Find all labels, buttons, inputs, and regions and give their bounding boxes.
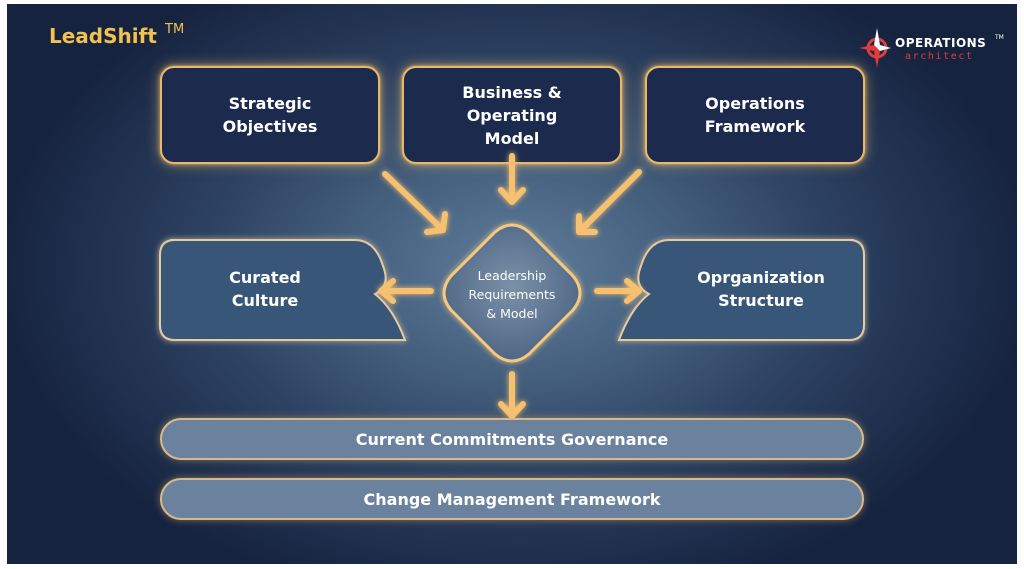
arrow-operations-to-leadership	[576, 169, 642, 235]
arrow-leadership-to-organization	[594, 278, 642, 304]
trademark-mark: TM	[165, 22, 185, 37]
change-management-label: Change Management Framework	[363, 489, 661, 509]
leadership-diamond	[442, 223, 582, 363]
business-operating-model-box: Business & Operating Model	[402, 66, 622, 164]
curated-culture-shape	[159, 239, 407, 341]
logo-subtitle: architect	[905, 51, 974, 62]
operations-framework-label: Operations Framework	[704, 94, 806, 136]
arrow-leadership-to-governance	[498, 371, 526, 419]
organization-structure-shape	[617, 239, 865, 341]
curated-culture-label: Curated Culture	[229, 268, 301, 310]
logo-trademark: TM	[995, 34, 1004, 41]
current-commitments-governance-bar: Current Commitments Governance	[160, 418, 864, 460]
arrow-leadership-to-culture	[378, 278, 434, 304]
change-management-framework-bar: Change Management Framework	[160, 478, 864, 520]
organization-structure-label: Oprganization Structure	[697, 268, 825, 310]
diagram-connectors	[159, 153, 865, 419]
operations-framework-box: Operations Framework	[645, 66, 865, 164]
leadership-requirements-label: Leadership Requirements & Model	[468, 268, 556, 321]
logo-wordmark: OPERATIONS	[895, 36, 987, 50]
compass-icon	[859, 28, 891, 68]
strategic-objectives-label: Strategic Objectives	[222, 94, 318, 136]
arrow-strategic-to-leadership	[382, 171, 448, 235]
arrow-business-to-leadership	[498, 153, 526, 205]
governance-label: Current Commitments Governance	[355, 429, 669, 449]
strategic-objectives-box: Strategic Objectives	[160, 66, 380, 164]
brand-title: LeadShift	[49, 24, 157, 48]
diagram-slide: LeadShift TM OPERATIONS TM architect Str…	[7, 4, 1017, 564]
operations-architect-logo: OPERATIONS TM architect	[859, 26, 1009, 72]
business-operating-model-label: Business & Operating Model	[462, 82, 562, 148]
